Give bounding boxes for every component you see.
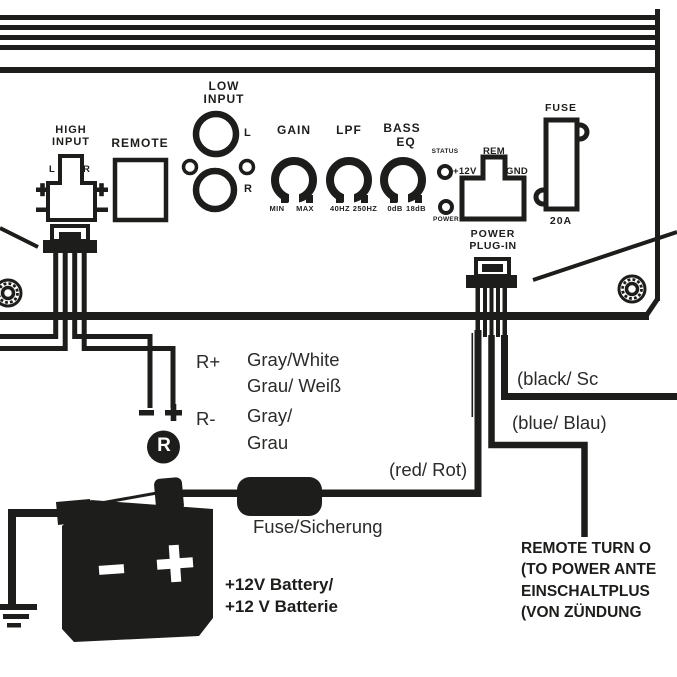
speaker-r-letter: R — [157, 435, 171, 456]
bass-eq-knob — [380, 157, 426, 206]
lpf-knob — [326, 157, 372, 206]
low-input-label-line1: LOW — [208, 79, 240, 93]
power-led — [438, 199, 454, 215]
r-minus-terminal-label: R- — [196, 408, 216, 429]
black-wire-label: (black/ Sc — [517, 368, 599, 389]
ground-symbol — [0, 509, 90, 628]
remote-label: REMOTE — [111, 136, 169, 150]
blue-wire-label: (blue/ Blau) — [512, 412, 607, 433]
red-wire-label: (red/ Rot) — [389, 459, 468, 480]
high-input-plug — [43, 224, 97, 253]
battery-label-line1: +12V Battery/ — [225, 575, 334, 594]
r-plus-color-de: Grau/ Weiß — [247, 375, 342, 396]
speaker-minus-icon — [139, 410, 154, 416]
power-wire-blue — [488, 335, 588, 537]
battery-icon — [56, 477, 213, 642]
status-led-label: STATUS — [431, 148, 459, 155]
remote-note-line2: (TO POWER ANTE — [521, 561, 657, 579]
fuse-rating-label: 20A — [549, 215, 573, 227]
bass-eq-min-label: 0dB — [387, 204, 403, 213]
inline-fuse-label: Fuse/Sicherung — [253, 516, 383, 537]
remote-note-line3: EINSCHALTPLUS — [521, 582, 650, 600]
lpf-max-label: 250HZ — [352, 204, 378, 213]
high-input-label-line1: HIGH — [55, 124, 87, 136]
gain-max-label: MAX — [296, 204, 314, 213]
bass-eq-max-label: 18dB — [406, 204, 426, 213]
leader-line-left — [0, 226, 39, 249]
gnd-terminal-label: GND — [506, 166, 529, 177]
remote-note-line4: (VON ZÜNDUNG — [521, 604, 642, 622]
power-plug-in-label-line1: POWER — [470, 228, 516, 240]
status-led — [437, 164, 453, 180]
speaker-wires — [0, 250, 176, 408]
remote-note-line1: REMOTE TURN O — [521, 540, 652, 557]
fuse-holder-icon — [533, 117, 590, 212]
high-input-r-label: R — [83, 164, 91, 175]
power-led-label: POWER — [432, 216, 460, 223]
remote-port — [112, 157, 169, 223]
lpf-min-label: 40HZ — [330, 204, 350, 213]
low-input-r-label: R — [244, 183, 253, 195]
speaker-plus-icon — [165, 404, 182, 421]
gain-knob — [271, 157, 317, 206]
amp-heatsink-fins — [0, 15, 660, 73]
mount-screw-left-icon — [0, 278, 23, 308]
r-minus-color-de: Grau — [247, 432, 289, 453]
bass-eq-label-line2: EQ — [396, 135, 416, 149]
r-plus-terminal-label: R+ — [196, 351, 221, 372]
low-input-l-label: L — [244, 127, 252, 139]
inline-fuse-icon — [237, 477, 322, 516]
power-wire-black — [501, 335, 677, 400]
power-plug — [466, 257, 517, 337]
remote-note: REMOTE TURN O (TO POWER ANTE EINSCHALTPL… — [521, 538, 656, 624]
mount-screw-right-icon — [617, 274, 647, 304]
high-input-label-line2: INPUT — [52, 136, 90, 148]
thin-wire — [471, 333, 474, 417]
power-plug-in-label-line2: PLUG-IN — [469, 240, 517, 252]
gain-label: GAIN — [277, 123, 311, 137]
plus12v-terminal-label: +12V — [453, 166, 477, 177]
speaker-r-icon — [147, 430, 180, 464]
low-input-label-line2: INPUT — [203, 92, 245, 106]
r-minus-color-en: Gray/ — [247, 405, 293, 426]
power-socket — [459, 154, 527, 222]
rem-terminal-label: REM — [482, 146, 506, 157]
amp-chassis-edge — [0, 9, 660, 320]
leader-line-right — [532, 230, 677, 282]
high-input-l-label: L — [49, 164, 56, 175]
gain-min-label: MIN — [269, 204, 285, 213]
fuse-label: FUSE — [544, 102, 578, 114]
low-input-jacks — [181, 110, 256, 213]
power-wire-red — [177, 330, 482, 497]
high-input-socket — [36, 154, 108, 222]
battery-label-line2: +12 V Batterie — [225, 597, 338, 616]
lpf-label: LPF — [336, 123, 362, 137]
bass-eq-label-line1: BASS — [383, 121, 421, 135]
r-plus-color-en: Gray/White — [247, 349, 340, 370]
